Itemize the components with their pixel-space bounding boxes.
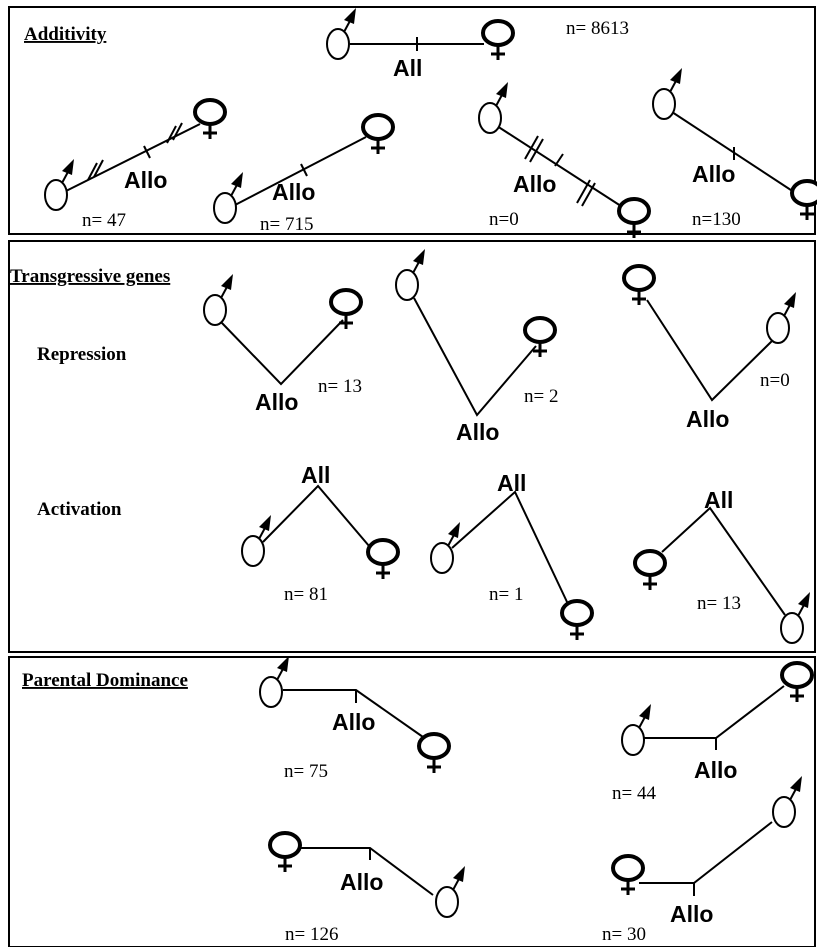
repression-pattern-2: Allo n= 2 — [395, 248, 558, 445]
transgressive-title: Transgressive genes — [10, 266, 170, 287]
female-symbol-icon — [622, 264, 656, 307]
repression-label: Repression — [37, 344, 127, 365]
male-symbol-icon — [766, 291, 797, 344]
female-symbol-icon — [268, 831, 302, 874]
activation-label: Activation — [37, 499, 122, 520]
hybrid-label: All — [301, 462, 330, 488]
additivity-pattern-2: Allo n= 47 — [44, 98, 227, 231]
gene-count: n= 44 — [612, 783, 656, 804]
hybrid-label: All — [393, 55, 422, 81]
hybrid-label: Allo — [692, 161, 735, 187]
female-symbol-icon — [633, 549, 667, 592]
activation-pattern-1: All n= 81 — [241, 462, 400, 605]
hybrid-label: Allo — [272, 179, 315, 205]
hybrid-label: Allo — [694, 757, 737, 783]
repression-pattern-1: Allo n= 13 — [203, 273, 363, 415]
gene-count: n= 47 — [82, 210, 126, 231]
additivity-pattern-3: Allo n= 715 — [213, 113, 395, 235]
dominance-panel — [8, 656, 816, 947]
gene-count: n= 75 — [284, 761, 328, 782]
female-symbol-icon — [361, 113, 395, 156]
male-symbol-icon — [435, 865, 466, 918]
gene-count: n= 715 — [260, 214, 313, 235]
female-symbol-icon — [780, 661, 814, 704]
gene-count: n= 1 — [489, 584, 523, 605]
female-symbol-icon — [417, 732, 451, 775]
male-symbol-icon — [213, 171, 244, 224]
dominance-pattern-4: Allo n= 30 — [602, 775, 803, 945]
female-symbol-icon — [366, 538, 400, 581]
dominance-pattern-1: Allo n= 75 — [259, 655, 451, 782]
gene-count: n= 30 — [602, 924, 646, 945]
female-symbol-icon — [560, 599, 594, 642]
female-symbol-icon — [193, 98, 227, 141]
female-symbol-icon — [611, 854, 645, 897]
male-symbol-icon — [772, 775, 803, 828]
male-symbol-icon — [478, 81, 509, 134]
male-symbol-icon — [652, 67, 683, 120]
hybrid-label: Allo — [340, 869, 383, 895]
gene-count: n= 13 — [318, 376, 362, 397]
hybrid-label: Allo — [255, 389, 298, 415]
hybrid-label: Allo — [124, 167, 167, 193]
hybrid-label: Allo — [456, 419, 499, 445]
repression-pattern-3: Allo n=0 — [622, 264, 797, 432]
dominance-pattern-3: Allo n= 126 — [268, 831, 466, 945]
female-symbol-icon — [617, 197, 651, 240]
activation-pattern-3: All n= 13 — [633, 487, 811, 644]
dominance-pattern-2: Allo n= 44 — [612, 661, 814, 804]
male-symbol-icon — [395, 248, 426, 301]
male-symbol-icon — [430, 521, 461, 574]
female-symbol-icon — [329, 288, 363, 331]
additivity-pattern-1: All n= 8613 — [326, 7, 629, 81]
hybrid-label: All — [497, 470, 526, 496]
female-symbol-icon — [523, 316, 557, 359]
gene-count: n= 8613 — [566, 18, 629, 39]
hybrid-label: Allo — [513, 171, 556, 197]
gene-count: n= 126 — [285, 924, 338, 945]
transgressive-panel — [8, 240, 816, 653]
dominance-title: Parental Dominance — [22, 670, 188, 691]
gene-count: n=0 — [760, 370, 790, 391]
female-symbol-icon — [481, 19, 515, 62]
activation-pattern-2: All n= 1 — [430, 470, 594, 642]
hybrid-label: Allo — [670, 901, 713, 927]
gene-count: n= 2 — [524, 386, 558, 407]
hybrid-label: Allo — [332, 709, 375, 735]
additivity-pattern-5: Allo n=130 — [652, 67, 817, 230]
male-symbol-icon — [326, 7, 357, 60]
male-symbol-icon — [621, 703, 652, 756]
hybrid-label: All — [704, 487, 733, 513]
gene-count: n=0 — [489, 209, 519, 230]
gene-count: n= 13 — [697, 593, 741, 614]
female-symbol-icon — [790, 179, 817, 222]
gene-count: n= 81 — [284, 584, 328, 605]
male-symbol-icon — [44, 158, 75, 211]
male-symbol-icon — [780, 591, 811, 644]
male-symbol-icon — [241, 514, 272, 567]
gene-count: n=130 — [692, 209, 741, 230]
additivity-title: Additivity — [24, 24, 107, 45]
male-symbol-icon — [259, 655, 290, 708]
additivity-panel — [8, 6, 816, 235]
male-symbol-icon — [203, 273, 234, 326]
hybrid-label: Allo — [686, 406, 729, 432]
additivity-pattern-4: Allo n=0 — [478, 81, 651, 240]
